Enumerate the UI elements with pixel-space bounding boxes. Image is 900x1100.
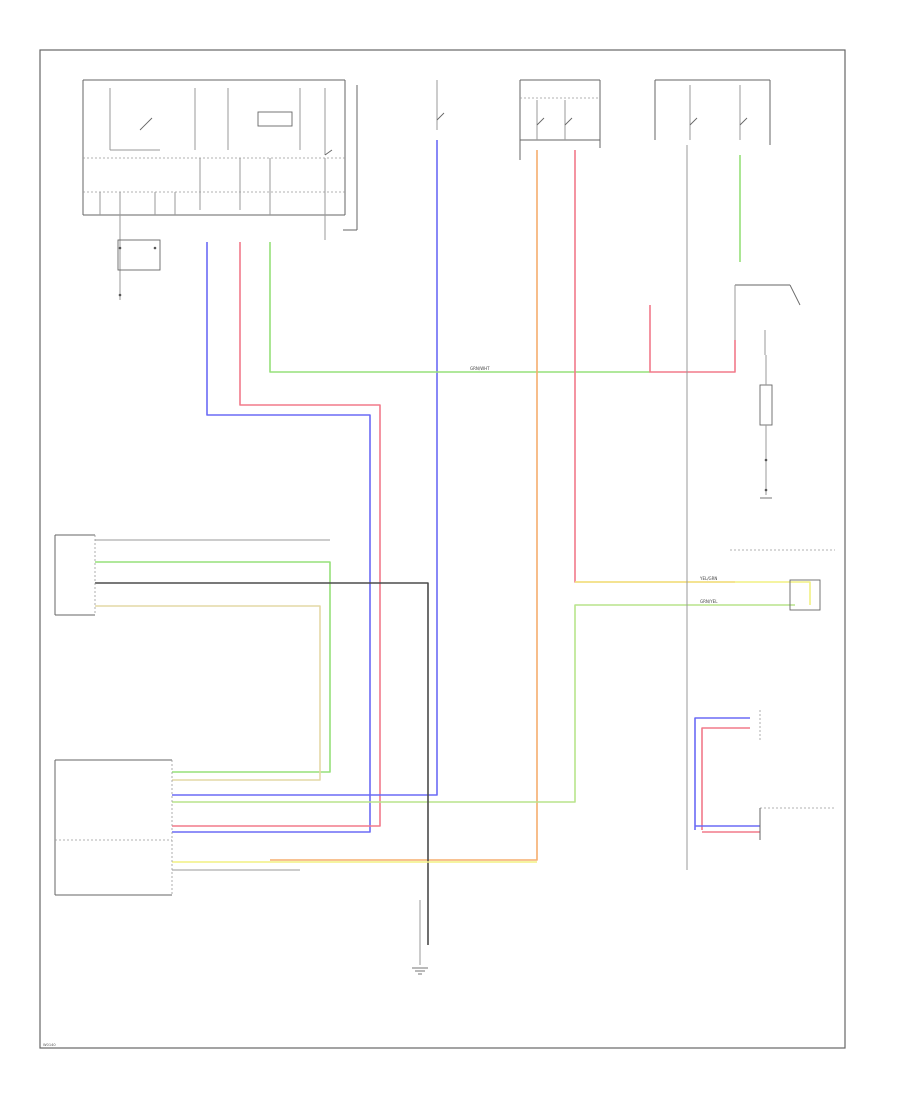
wire-yellow-sensor (575, 581, 811, 605)
label-grn-wht: GRN/WHT (470, 366, 490, 371)
fuse-relay-box-left (82, 79, 346, 240)
right-relay-switch (734, 284, 801, 499)
fuse-box-right (654, 79, 771, 230)
wire-red-lower-right (701, 727, 750, 830)
fuse-box-right-center (519, 79, 601, 160)
wire-black-ground (95, 582, 429, 945)
wire-harness (95, 140, 811, 945)
label-grn-yel: GRN/YEL (700, 599, 718, 604)
relay-left-ground (117, 215, 161, 300)
ground-symbol (412, 900, 428, 975)
wire-green-keyless (95, 561, 331, 773)
keyless-unit (54, 534, 330, 616)
figure-id: W0140 (43, 1043, 56, 1047)
wire-red-center (574, 150, 735, 583)
wire-tan-keyless (95, 605, 321, 781)
wire-green-sensor (172, 604, 795, 803)
wire-green-horizontal (269, 242, 650, 373)
fuse-box-center (343, 80, 445, 231)
control-module-right (759, 710, 835, 840)
wire-orange (270, 150, 538, 861)
wire-red-right (649, 305, 736, 373)
label-yel-grn: YEL/GRN (699, 576, 717, 581)
diagram-frame (39, 49, 846, 1049)
wire-blue-lower-right (694, 717, 750, 830)
wire-blue-left (172, 242, 371, 833)
wire-red-left (172, 242, 381, 827)
sensor-right (730, 549, 835, 611)
control-module-left (54, 759, 300, 896)
wire-blue-center (172, 140, 438, 796)
